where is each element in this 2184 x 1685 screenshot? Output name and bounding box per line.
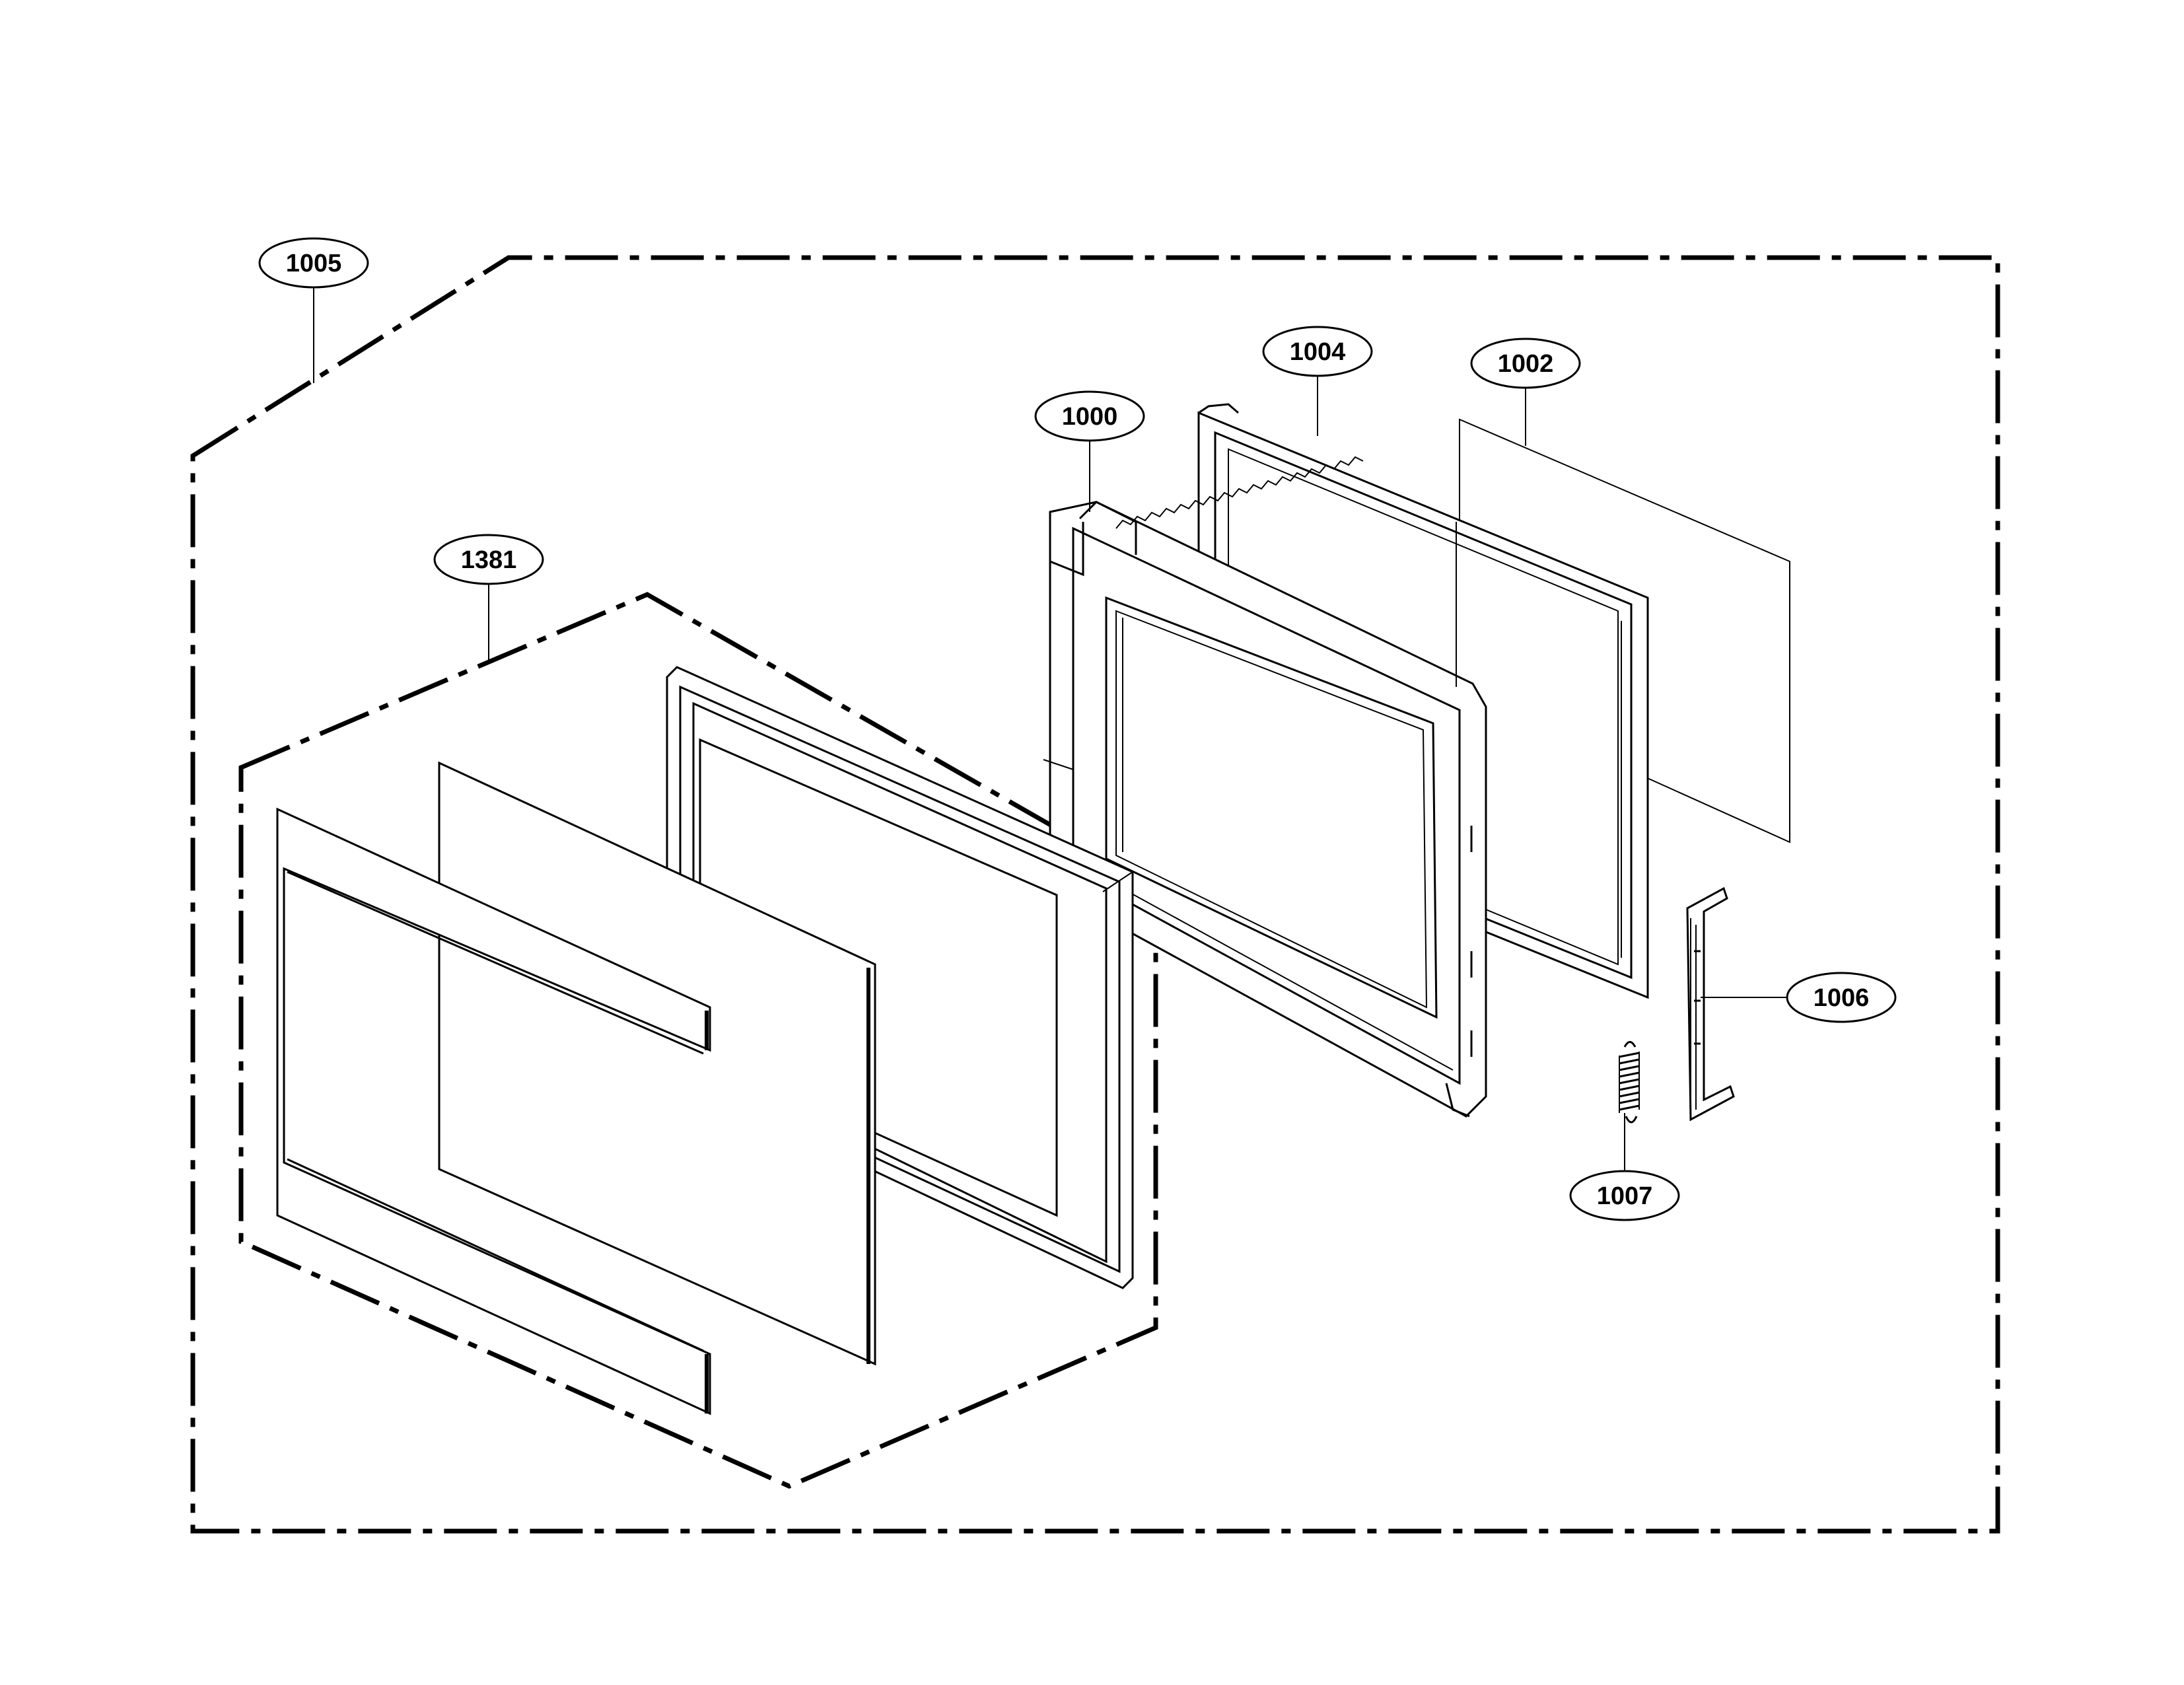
part-1000-door-frame (1049, 456, 1487, 1118)
callout-1006: 1006 (1786, 972, 1897, 1023)
callout-1002-label: 1002 (1498, 350, 1554, 378)
part-1006-latch-hook (1686, 886, 1735, 1122)
callout-1005: 1005 (258, 237, 369, 289)
callout-1007-label: 1007 (1597, 1182, 1653, 1210)
callout-1381-label: 1381 (461, 546, 517, 574)
callout-1007: 1007 (1569, 1170, 1680, 1221)
callout-1000-label: 1000 (1062, 403, 1118, 431)
callout-1005-label: 1005 (286, 250, 342, 277)
assembly-boundary-1381 (238, 592, 1158, 1489)
part-inner-glass-panel (438, 761, 876, 1366)
part-1007-spring (1619, 1041, 1640, 1124)
callout-1002: 1002 (1470, 338, 1581, 389)
callout-1004-label: 1004 (1290, 338, 1346, 366)
leader-lines (313, 287, 1786, 1172)
callout-1381: 1381 (433, 534, 544, 585)
callout-1000: 1000 (1034, 390, 1145, 442)
callout-1006-label: 1006 (1814, 984, 1870, 1012)
assembly-boundary-1005 (190, 255, 2000, 1534)
callout-1004: 1004 (1262, 326, 1373, 377)
part-outer-door-panel (276, 807, 711, 1416)
